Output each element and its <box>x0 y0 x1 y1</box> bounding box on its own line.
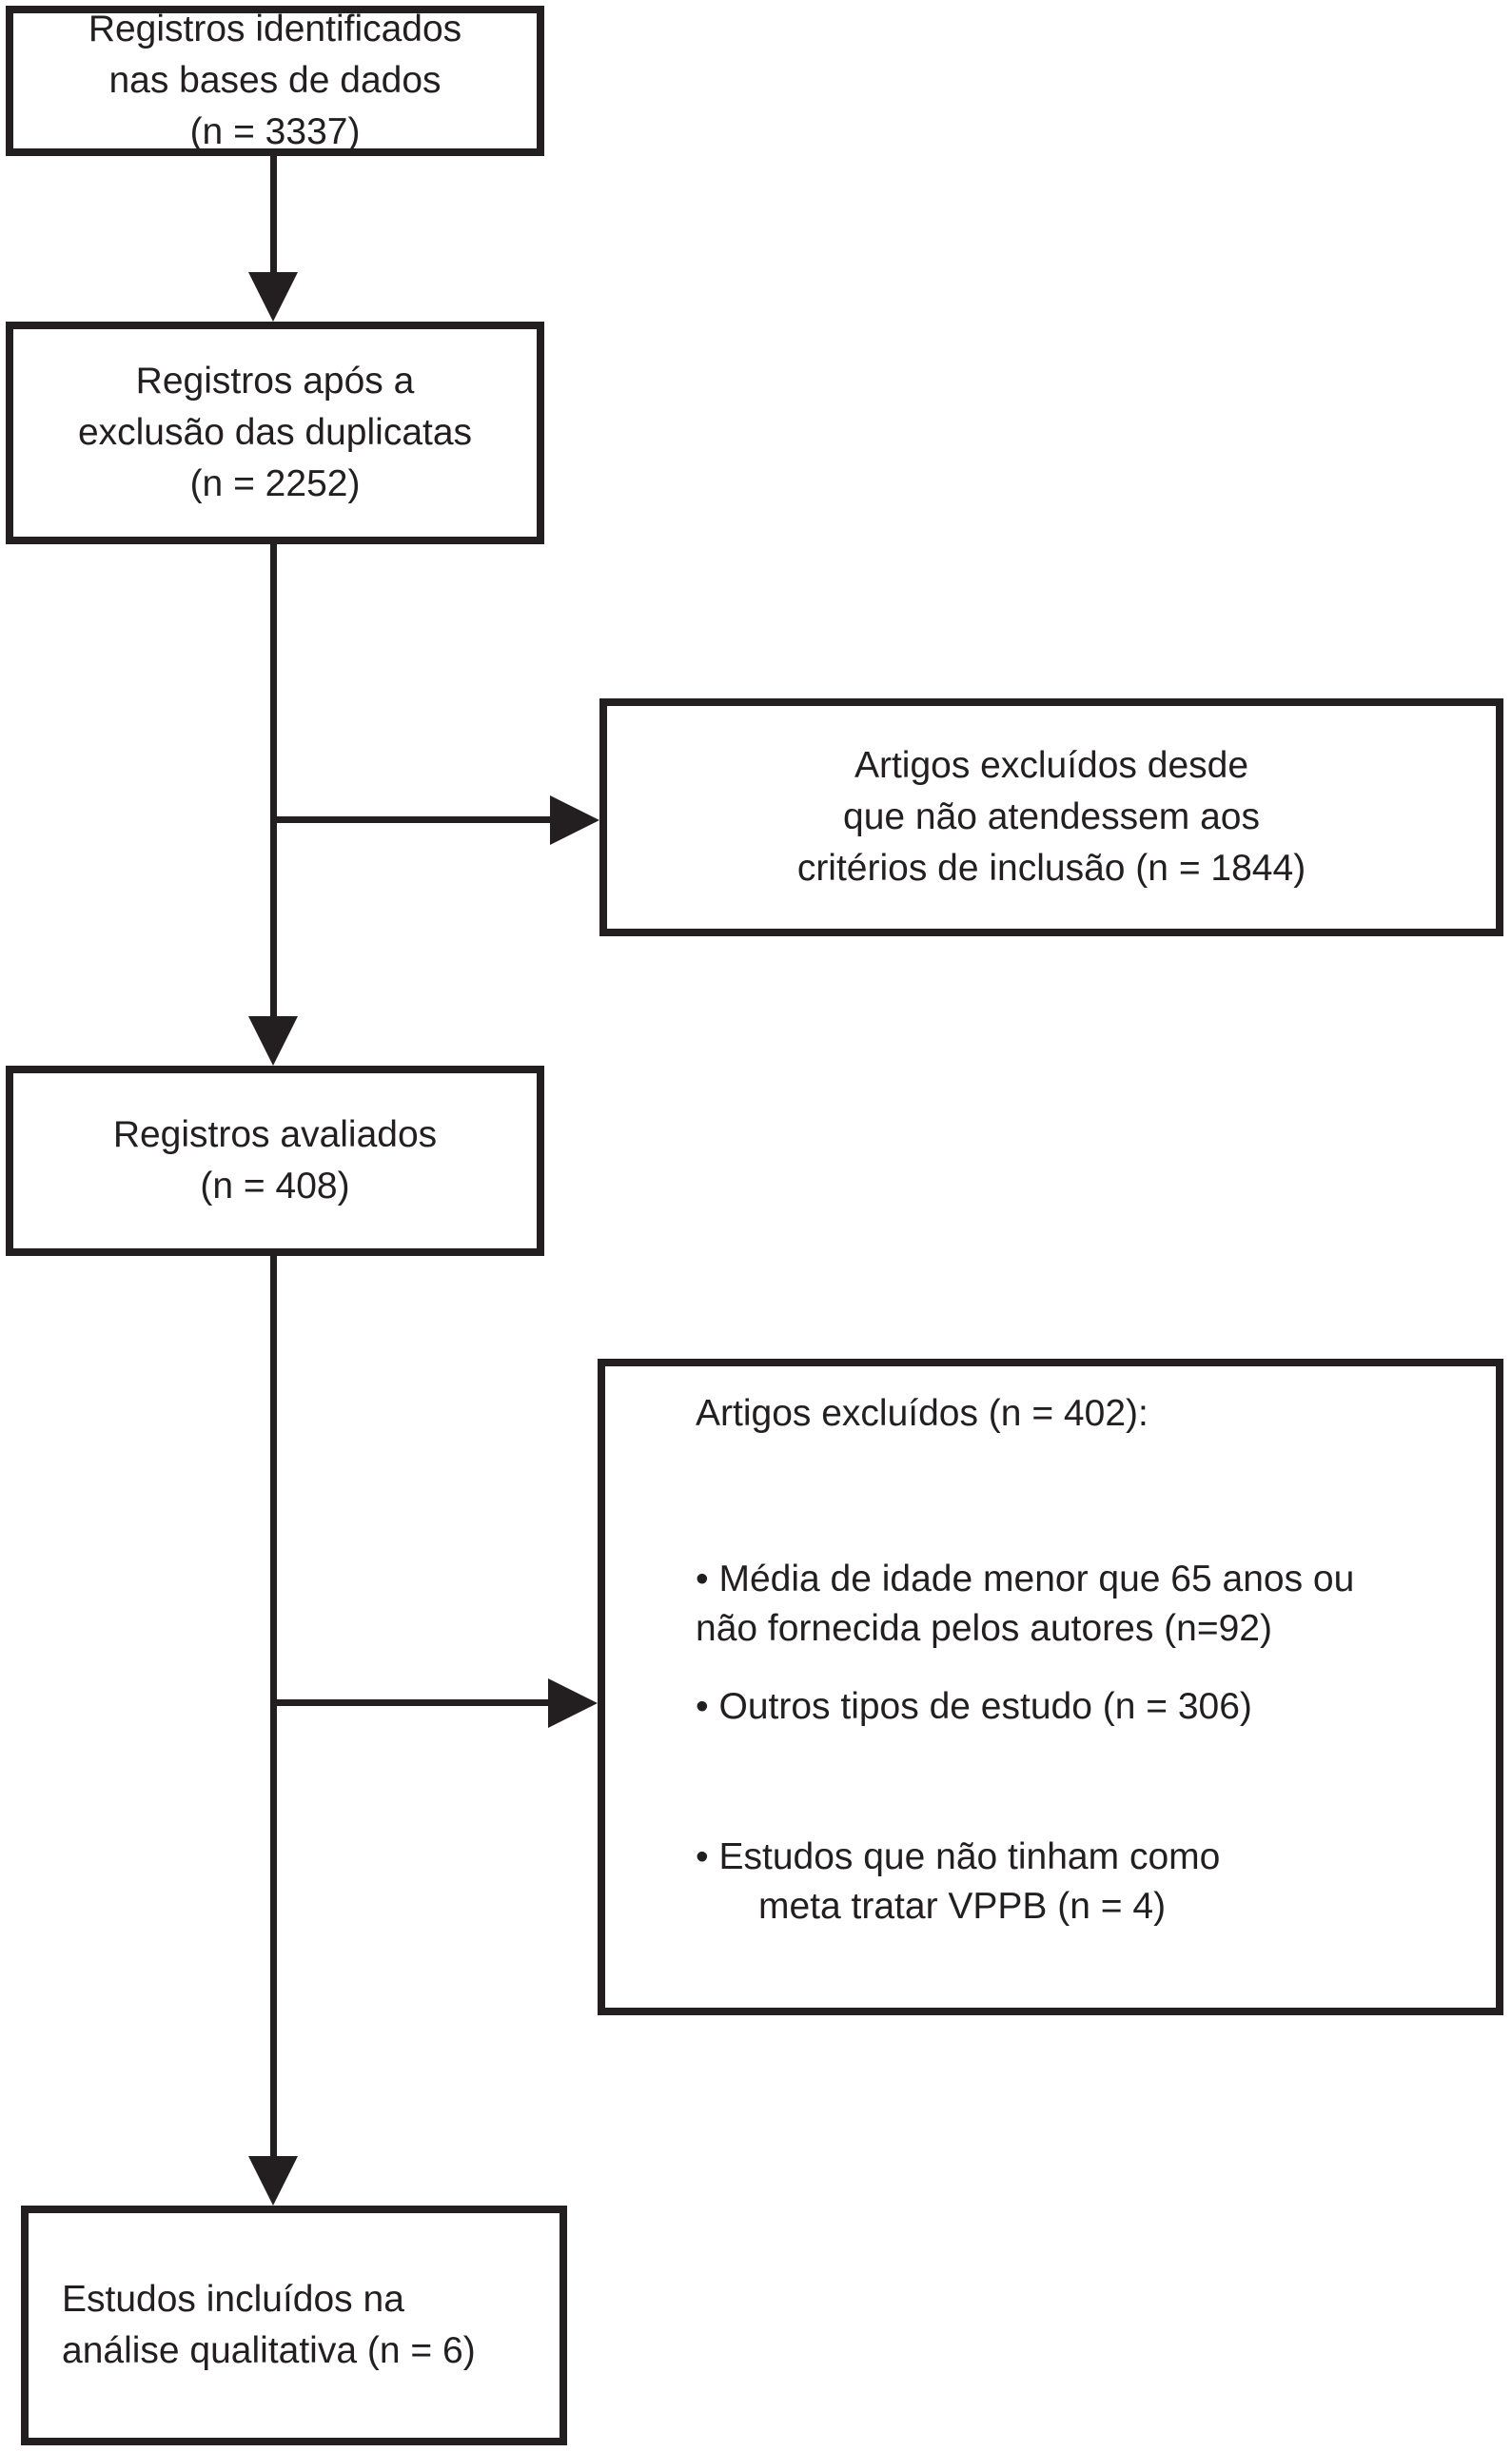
arrow-right-icon <box>550 795 599 845</box>
bullet-line: meta tratar VPPB (n = 4) <box>758 1886 1167 1927</box>
box-articles-excluded-detail-content: Artigos excluídos (n = 402): • Média de … <box>605 1366 1496 1951</box>
text-line: (n = 408) <box>200 1166 350 1206</box>
text-line: critérios de inclusão (n = 1844) <box>796 848 1306 889</box>
excluded-detail-title: Artigos excluídos (n = 402): <box>696 1393 1149 1434</box>
box-articles-excluded-criteria-text: Artigos excluídos desde que não atendess… <box>607 706 1496 929</box>
arrow-down-icon <box>248 1016 298 1066</box>
box-articles-excluded-detail: Artigos excluídos (n = 402): • Média de … <box>598 1359 1503 2015</box>
excluded-detail-bullet: • Outros tipos de estudo (n = 306) <box>696 1682 1467 1732</box>
bullet-line: não fornecida pelos autores (n=92) <box>696 1608 1272 1649</box>
text-line: Registros identificados <box>88 9 462 49</box>
text-line: análise qualitativa (n = 6) <box>62 2330 476 2371</box>
excluded-detail-bullet: • Média de idade menor que 65 anos ou nã… <box>696 1555 1467 1654</box>
connector-line-screened-to-included <box>270 1256 277 2156</box>
connector-line-duplicates-to-screened <box>270 542 277 1018</box>
box-records-screened: Registros avaliados (n = 408) <box>6 1066 544 1256</box>
arrow-down-icon <box>248 2156 298 2206</box>
connector-line-branch-excluded-detail <box>273 1699 552 1706</box>
text-line: (n = 3337) <box>189 111 361 152</box>
bullet-line: • Estudos que não tinham como <box>696 1836 1221 1877</box>
box-studies-included-text: Estudos incluídos na análise qualitativa… <box>29 2213 560 2438</box>
text-line: Estudos incluídos na <box>62 2279 404 2320</box>
bullet-line: • Média de idade menor que 65 anos ou <box>696 1559 1355 1599</box>
box-records-identified: Registros identificados nas bases de dad… <box>6 6 544 156</box>
box-records-screened-text: Registros avaliados (n = 408) <box>13 1073 537 1248</box>
text-line: Registros avaliados <box>112 1114 438 1155</box>
text-line: nas bases de dados <box>108 60 442 101</box>
box-records-after-duplicates: Registros após a exclusão das duplicatas… <box>6 322 544 544</box>
text-line: Registros após a <box>135 361 415 402</box>
box-records-after-duplicates-text: Registros após a exclusão das duplicatas… <box>13 329 537 537</box>
box-articles-excluded-criteria: Artigos excluídos desde que não atendess… <box>599 698 1503 936</box>
text-line: que não atendessem aos <box>843 796 1260 837</box>
excluded-detail-bullet: • Estudos que não tinham como meta trata… <box>696 1833 1467 1932</box>
text-line: Artigos excluídos desde <box>854 745 1249 786</box>
arrow-right-icon <box>548 1678 598 1728</box>
connector-line-identified-to-duplicates <box>270 154 277 274</box>
bullet-line: • Outros tipos de estudo (n = 306) <box>696 1686 1252 1727</box>
box-records-identified-text: Registros identificados nas bases de dad… <box>13 9 537 152</box>
box-studies-included: Estudos incluídos na análise qualitativa… <box>21 2206 567 2445</box>
text-line: exclusão das duplicatas <box>77 412 473 453</box>
text-line: (n = 2252) <box>189 463 361 504</box>
connector-line-branch-excluded-criteria <box>273 816 554 823</box>
arrow-down-icon <box>248 272 298 322</box>
